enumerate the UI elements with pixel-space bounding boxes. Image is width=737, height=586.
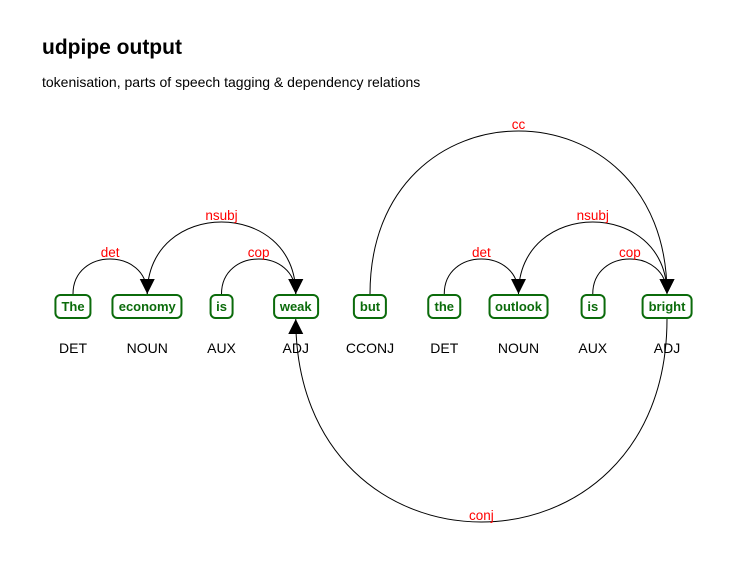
dependency-arc [146, 221, 297, 295]
token-box: economy [111, 294, 183, 319]
relation-label: nsubj [205, 208, 237, 223]
pos-tag: AUX [578, 340, 608, 356]
pos-tag: DET [59, 340, 87, 356]
pos-tag: CCONJ [345, 340, 395, 356]
dependency-arc [443, 258, 519, 295]
dependency-arc [592, 258, 668, 295]
relation-label: conj [469, 508, 494, 523]
pos-tag: ADJ [282, 340, 309, 356]
pos-tag: NOUN [126, 340, 168, 356]
relation-label: cc [512, 117, 526, 132]
dependency-arc [369, 130, 668, 295]
token-box: The [54, 294, 92, 319]
arrowhead [288, 279, 304, 294]
token-box: is [580, 294, 606, 319]
token-box: but [352, 294, 388, 319]
pos-tag: ADJ [653, 340, 681, 356]
plot-subtitle: tokenisation, parts of speech tagging & … [42, 74, 421, 90]
token-box: is [209, 294, 234, 319]
token-box: weak [272, 294, 319, 319]
relation-label: nsubj [577, 208, 609, 223]
token-box: the [427, 294, 461, 319]
arrowhead [288, 319, 304, 334]
pos-tag: DET [430, 340, 459, 356]
token-box: outlook [488, 294, 549, 319]
dependency-arc [72, 258, 148, 295]
relation-label: cop [248, 245, 270, 260]
relation-label: cop [619, 245, 641, 260]
relation-label: det [472, 245, 491, 260]
dependency-arc [518, 221, 668, 295]
plot-title: udpipe output [42, 36, 182, 59]
dependency-arc [221, 258, 297, 295]
pos-tag: AUX [207, 340, 236, 356]
pos-tag: NOUN [497, 340, 540, 356]
relation-label: det [101, 245, 120, 260]
token-box: bright [641, 294, 693, 319]
arrowhead [659, 279, 675, 294]
dependency-arc [295, 318, 668, 523]
